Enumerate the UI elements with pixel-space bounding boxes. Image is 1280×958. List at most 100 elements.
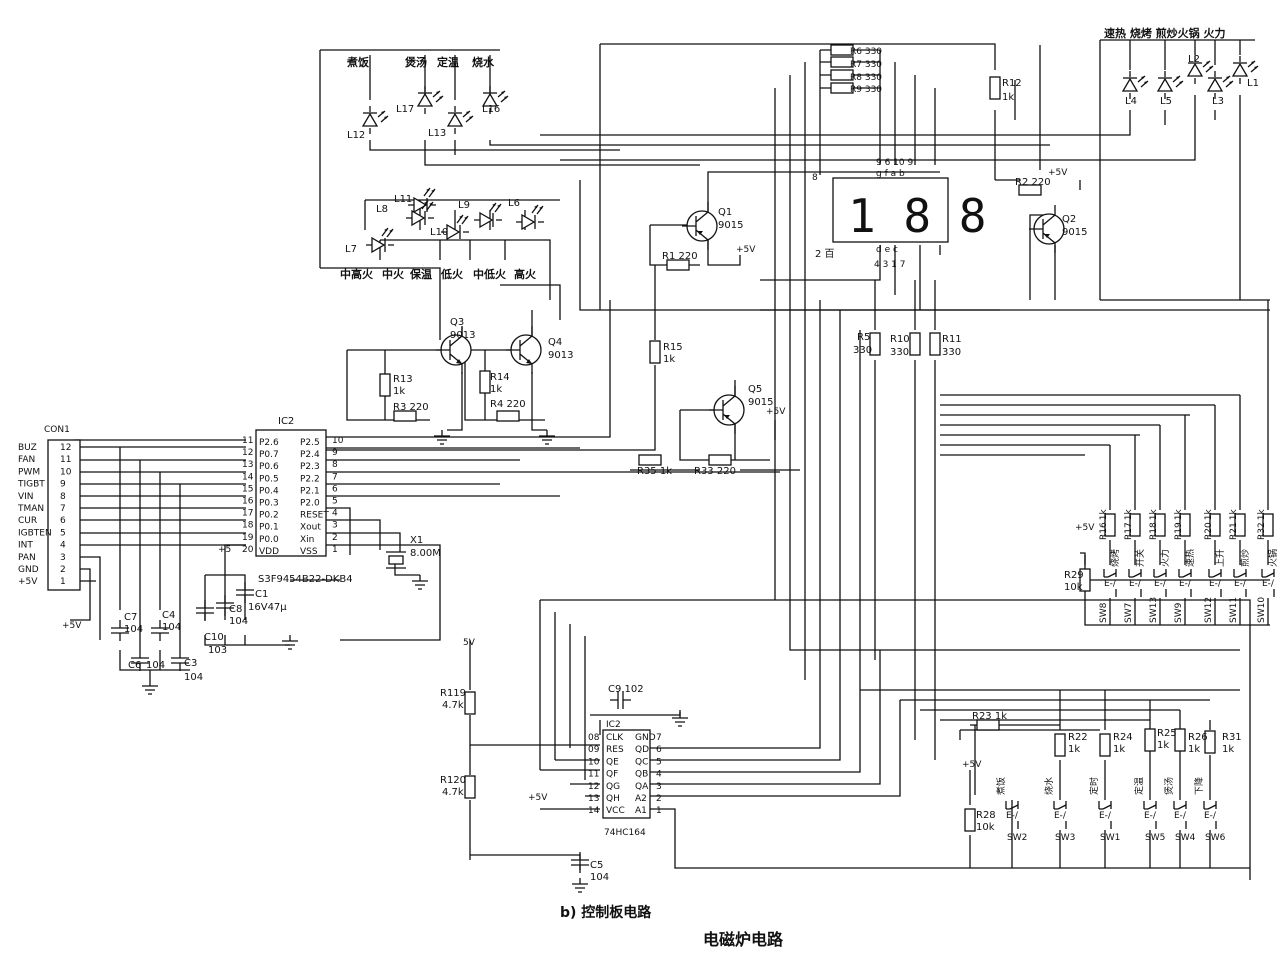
power-5v-r28: +5V	[962, 760, 982, 770]
ic2-right-num-4: 6	[332, 484, 338, 494]
ic74-left-num-6: 14	[588, 806, 600, 816]
ic2-part: S3F9454B22-DKB4	[258, 574, 353, 585]
fire-level-leds: L7 L8 L11 L10 L9 L6 中高火 中火 保温 低火 中低火 高火	[340, 187, 545, 281]
con1-pin-10: 2	[60, 565, 66, 575]
key-resistor-label-2: R181k	[1149, 509, 1159, 540]
key-resistor-val-5: 1k	[1229, 509, 1239, 521]
key-func-6: 火锅	[1268, 549, 1279, 567]
ic74-right-name-3: QB	[635, 770, 648, 780]
ic2-left-name-7: P0.1	[259, 523, 279, 533]
r26-val: 1k	[1188, 744, 1200, 755]
r10-val: 330	[890, 347, 909, 358]
r31-val: 1k	[1222, 744, 1234, 755]
r3-label: R3 220	[393, 402, 429, 413]
key-resistor-val-2: 1k	[1149, 509, 1159, 521]
ic74-ref: IC2	[606, 720, 621, 730]
power-labels: +5V +5 +5V +5V +5V 5V +5V +5V +5V	[62, 168, 1095, 803]
ic2-left-name-8: P0.0	[259, 535, 279, 545]
r9-label: R9 330	[850, 85, 882, 95]
crystal-x1: X1 8.00M	[386, 535, 441, 569]
r24-val: 1k	[1113, 744, 1125, 755]
led-func-l10: 低火	[440, 267, 464, 281]
q1-ref: Q1	[718, 207, 732, 218]
r29-ref: R29	[1064, 570, 1084, 581]
ic2-right-name-4: P2.1	[300, 486, 320, 496]
key-switch-ref-6: SW10	[1257, 597, 1267, 623]
key-switch-ref-3: SW9	[1174, 602, 1184, 623]
ic74-left-name-5: QH	[606, 794, 620, 804]
ic2-right-name-6: RESET	[300, 511, 329, 521]
r4-label: R4 220	[490, 399, 526, 410]
ic2-left-num-3: 14	[242, 472, 254, 482]
ic2-left-name-9: VDD	[259, 547, 279, 557]
bottom-key-func-3: 定温	[1133, 777, 1145, 795]
led-ref-l13: L13	[428, 128, 446, 139]
c4-ref: C4	[162, 610, 175, 621]
r5-val: 330	[853, 345, 872, 356]
ic74-part: 74HC164	[604, 828, 646, 838]
c5-ref: C5	[590, 860, 603, 871]
ic74-left-num-1: 09	[588, 745, 600, 755]
key-resistor-ref-2: R18	[1149, 522, 1159, 540]
con1-pin-3: 9	[60, 480, 66, 490]
ic74-left-name-4: QG	[606, 782, 620, 792]
q1-type: 9015	[718, 220, 743, 231]
r22-ref: R22	[1068, 732, 1088, 743]
bottom-key-func-2: 定时	[1088, 777, 1100, 795]
seven-segment-display: 1 8 8 9 6 10 9 g f a b d e c 4 3 1 7 8 2…	[812, 158, 986, 270]
c8-ref: C8	[229, 604, 242, 615]
ic74-right-num-3: 4	[656, 770, 662, 780]
con1-signal-10: GND	[18, 565, 39, 575]
display-bottom-pins: 4 3 1 7	[874, 260, 906, 270]
power-5v-r29: +5V	[1075, 523, 1095, 533]
con1-signal-5: TMAN	[17, 504, 44, 514]
ic2-left-name-3: P0.5	[259, 474, 279, 484]
led-func-l17: 煲汤	[405, 55, 427, 69]
key-resistor-ref-1: R17	[1124, 522, 1134, 540]
ic2-ref: IC2	[278, 416, 294, 427]
con1-pin-9: 3	[60, 553, 66, 563]
led-ref-l12: L12	[347, 130, 365, 141]
key-switch-ref-0: SW8	[1099, 602, 1109, 623]
ic2-left-name-0: P2.6	[259, 438, 279, 448]
key-switch-symbol-2: E-/	[1154, 579, 1167, 589]
r28-ref: R28	[976, 810, 996, 821]
ic74-right-name-4: QA	[635, 782, 649, 792]
x1-val: 8.00M	[410, 548, 441, 559]
con1-signal-7: IGBTEN	[18, 528, 52, 538]
power-5v-q5: +5V	[766, 407, 786, 417]
ic74-right-num-4: 3	[656, 782, 662, 792]
ic2-right-name-7: Xout	[300, 523, 321, 533]
con1-pin-0: 12	[60, 443, 71, 453]
con1-pin-1: 11	[60, 455, 71, 465]
power-5v-74hc: +5V	[528, 793, 548, 803]
led-ref-l4: L4	[1125, 96, 1137, 107]
led-ref-l6: L6	[508, 198, 520, 209]
key-resistor-ref-3: R19	[1174, 522, 1184, 540]
key-func-1: 开关	[1134, 549, 1146, 567]
ic2-right-name-8: Xin	[300, 535, 314, 545]
key-switch-symbol-5: E-/	[1234, 579, 1247, 589]
key-resistor-label-4: R201k	[1204, 509, 1214, 540]
con1-signal-labels: BUZFANPWMTIGBTVINTMANCURIGBTENINTPANGND+…	[17, 443, 52, 587]
r12-ref: R12	[1002, 78, 1022, 89]
ic74-left-num-5: 13	[588, 794, 599, 804]
key-resistor-label-3: R191k	[1174, 509, 1184, 540]
power-5v-q1: +5V	[736, 245, 756, 255]
con1-signal-1: FAN	[18, 455, 35, 465]
led-ref-l17: L17	[396, 104, 414, 115]
ic2-right-name-0: P2.5	[300, 438, 320, 448]
key-switch-ref-5: SW11	[1229, 597, 1239, 623]
q5-type: 9015	[748, 397, 773, 408]
r120-val: 4.7k	[442, 787, 464, 798]
ic2-left-name-5: P0.3	[259, 499, 279, 509]
bottom-key-func-5: 下降	[1193, 777, 1205, 795]
led-func-l13: 定温	[437, 55, 459, 69]
r13-ref: R13	[393, 374, 413, 385]
key-switch-ref-2: SW13	[1149, 597, 1159, 623]
con1-signal-11: +5V	[18, 577, 38, 587]
key-func-4: 上升	[1215, 549, 1226, 567]
